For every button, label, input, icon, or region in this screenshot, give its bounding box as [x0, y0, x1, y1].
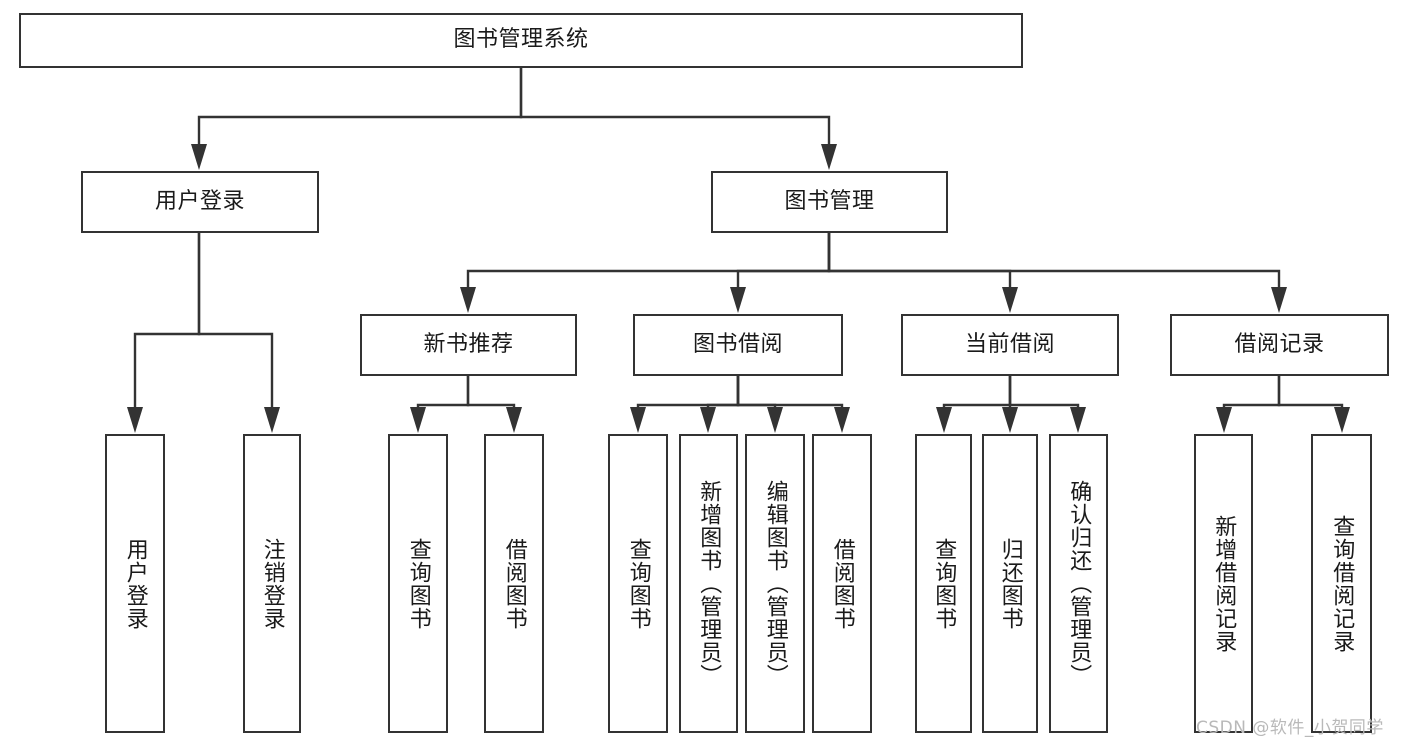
node-label: 新增图书（管理员） [696, 480, 722, 687]
node-l3-current[interactable]: 当前借阅 [901, 314, 1119, 376]
connector-l2-book-to-l3-borrow [736, 233, 831, 304]
node-leaf-new-borrow[interactable]: 借阅图书 [484, 434, 544, 733]
node-leaf-borrow-lend[interactable]: 借阅图书 [812, 434, 872, 733]
arrowhead-icon [821, 144, 837, 170]
node-label: 借阅记录 [1234, 331, 1325, 357]
node-label: 新增借阅记录 [1211, 514, 1237, 653]
connector-l3-current-to-leaf-current-confirm [1008, 376, 1080, 424]
node-label: 图书管理系统 [453, 27, 589, 53]
node-label: 归还图书 [997, 537, 1023, 630]
node-label: 借阅图书 [501, 537, 527, 630]
node-label: 新书推荐 [423, 331, 514, 357]
node-l2-book[interactable]: 图书管理 [711, 171, 948, 233]
arrowhead-icon [700, 407, 716, 433]
connector-l2-book-to-l3-current [827, 233, 1012, 304]
connector-l2-book-to-l3-record [827, 233, 1281, 304]
node-label: 查询图书 [931, 537, 957, 630]
arrowhead-icon [1070, 407, 1086, 433]
node-leaf-borrow-query[interactable]: 查询图书 [608, 434, 668, 733]
arrowhead-icon [127, 407, 143, 433]
arrowhead-icon [1002, 287, 1018, 313]
arrowhead-icon [410, 407, 426, 433]
connector-l3-record-to-leaf-record-add [1222, 376, 1281, 424]
connector-root-to-l2-user [197, 68, 523, 161]
arrowhead-icon [1002, 407, 1018, 433]
node-leaf-borrow-add[interactable]: 新增图书（管理员） [679, 434, 738, 733]
connector-l2-user-to-leaf-user-login [133, 233, 201, 424]
node-label: 用户登录 [122, 537, 148, 630]
node-label: 图书管理 [784, 188, 875, 214]
node-leaf-user-login[interactable]: 用户登录 [105, 434, 165, 733]
node-l3-new[interactable]: 新书推荐 [360, 314, 577, 376]
connector-l3-record-to-leaf-record-query [1277, 376, 1344, 424]
arrowhead-icon [767, 407, 783, 433]
node-leaf-borrow-edit[interactable]: 编辑图书（管理员） [745, 434, 805, 733]
node-leaf-current-return[interactable]: 归还图书 [982, 434, 1038, 733]
connector-l2-book-to-l3-new [466, 233, 831, 304]
arrowhead-icon [1216, 407, 1232, 433]
arrowhead-icon [1271, 287, 1287, 313]
connector-l3-new-to-leaf-new-query [416, 376, 470, 424]
arrowhead-icon [730, 287, 746, 313]
arrowhead-icon [264, 407, 280, 433]
node-leaf-current-query[interactable]: 查询图书 [915, 434, 972, 733]
arrowhead-icon [191, 144, 207, 170]
connector-l3-borrow-to-leaf-borrow-lend [736, 376, 844, 424]
node-label: 图书借阅 [692, 331, 783, 357]
node-label: 查询借阅记录 [1329, 514, 1355, 653]
node-leaf-user-logout[interactable]: 注销登录 [243, 434, 301, 733]
node-leaf-record-add[interactable]: 新增借阅记录 [1194, 434, 1253, 733]
node-label: 用户登录 [154, 188, 245, 214]
node-l3-borrow[interactable]: 图书借阅 [633, 314, 843, 376]
connector-l3-new-to-leaf-new-borrow [466, 376, 516, 424]
arrowhead-icon [630, 407, 646, 433]
connector-root-to-l2-book [519, 68, 831, 161]
node-label: 编辑图书（管理员） [762, 480, 788, 687]
node-leaf-current-confirm[interactable]: 确认归还（管理员） [1049, 434, 1108, 733]
arrowhead-icon [834, 407, 850, 433]
connector-l3-borrow-to-leaf-borrow-query [636, 376, 740, 424]
node-leaf-record-query[interactable]: 查询借阅记录 [1311, 434, 1372, 733]
arrowhead-icon [1334, 407, 1350, 433]
node-label: 当前借阅 [964, 331, 1055, 357]
node-label: 查询图书 [625, 537, 651, 630]
edge-layer [127, 68, 1350, 433]
arrowhead-icon [506, 407, 522, 433]
connector-l3-borrow-to-leaf-borrow-edit [736, 376, 777, 424]
node-label: 查询图书 [405, 537, 431, 630]
node-leaf-new-query[interactable]: 查询图书 [388, 434, 448, 733]
node-root[interactable]: 图书管理系统 [19, 13, 1023, 68]
node-label: 借阅图书 [829, 537, 855, 630]
node-label: 确认归还（管理员） [1066, 480, 1092, 687]
arrowhead-icon [936, 407, 952, 433]
node-l3-record[interactable]: 借阅记录 [1170, 314, 1389, 376]
node-l2-user[interactable]: 用户登录 [81, 171, 319, 233]
connector-l2-user-to-leaf-user-logout [197, 233, 274, 424]
connector-l3-current-to-leaf-current-query [942, 376, 1012, 424]
node-label: 注销登录 [259, 537, 285, 630]
arrowhead-icon [460, 287, 476, 313]
